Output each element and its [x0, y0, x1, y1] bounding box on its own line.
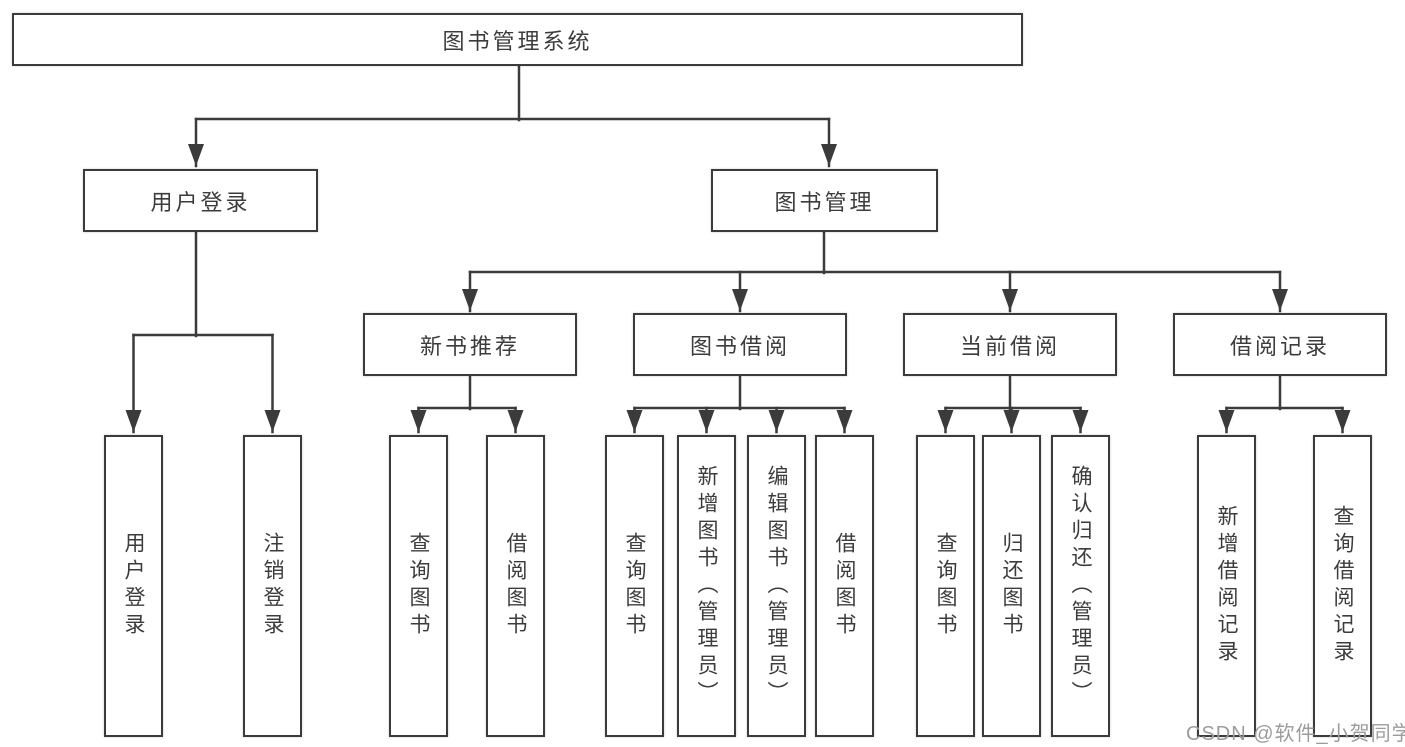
- csdn-watermark: CSDN @软件_小贺同学: [1186, 723, 1405, 745]
- node-label: 新书推荐: [419, 333, 520, 359]
- leaf-query-books-current: 查询图书: [916, 435, 975, 737]
- connector-root-to-level2: [188, 64, 837, 168]
- node-label: 注销登录: [261, 532, 284, 640]
- leaf-query-books-borrow: 查询图书: [605, 435, 664, 737]
- node-label: 新增图书（管理员）: [695, 464, 718, 708]
- node-label: 用户登录: [150, 189, 251, 215]
- node-label: 查询借阅记录: [1331, 505, 1354, 667]
- leaf-confirm-return-admin: 确认归还（管理员）: [1051, 435, 1110, 737]
- leaf-logout-login: 注销登录: [243, 435, 302, 737]
- leaf-query-books-recommend: 查询图书: [389, 435, 448, 737]
- node-label: 查询图书: [934, 532, 957, 640]
- connector-book-mgmt-branch: [462, 230, 1288, 313]
- leaf-query-borrow-record: 查询借阅记录: [1313, 435, 1372, 737]
- leaf-add-borrow-record: 新增借阅记录: [1197, 435, 1256, 737]
- connector-current-borrow-branch: [937, 374, 1089, 434]
- node-user-login: 用户登录: [83, 169, 318, 232]
- leaf-add-books-admin: 新增图书（管理员）: [677, 435, 736, 737]
- connector-borrow-records-branch: [1218, 374, 1351, 434]
- node-label: 借阅记录: [1229, 333, 1330, 359]
- leaf-borrow-books-recommend: 借阅图书: [486, 435, 545, 737]
- node-label: 图书管理: [774, 189, 875, 215]
- node-label: 编辑图书（管理员）: [765, 464, 788, 708]
- node-new-book-recommend: 新书推荐: [363, 313, 577, 376]
- node-label: 新增借阅记录: [1215, 505, 1238, 667]
- node-book-management: 图书管理: [711, 169, 938, 232]
- leaf-return-books: 归还图书: [982, 435, 1041, 737]
- connector-new-books-branch: [410, 374, 524, 434]
- connector-book-borrow-branch: [626, 374, 853, 434]
- node-book-borrow: 图书借阅: [633, 313, 847, 376]
- leaf-edit-books-admin: 编辑图书（管理员）: [747, 435, 806, 737]
- node-current-borrow: 当前借阅: [903, 313, 1117, 376]
- node-label: 图书借阅: [689, 333, 790, 359]
- node-root-system: 图书管理系统: [12, 13, 1023, 66]
- connector-user-login-branch: [125, 230, 281, 434]
- node-label: 查询图书: [407, 532, 430, 640]
- node-label: 当前借阅: [959, 333, 1060, 359]
- node-label: 查询图书: [623, 532, 646, 640]
- node-label: 借阅图书: [504, 532, 527, 640]
- node-label: 借阅图书: [833, 532, 856, 640]
- node-label: 图书管理系统: [442, 28, 593, 54]
- leaf-user-login: 用户登录: [104, 435, 163, 737]
- leaf-borrow-books: 借阅图书: [815, 435, 874, 737]
- node-label: 用户登录: [122, 532, 145, 640]
- node-label: 确认归还（管理员）: [1069, 464, 1092, 708]
- node-label: 归还图书: [1000, 532, 1023, 640]
- node-borrow-records: 借阅记录: [1173, 313, 1387, 376]
